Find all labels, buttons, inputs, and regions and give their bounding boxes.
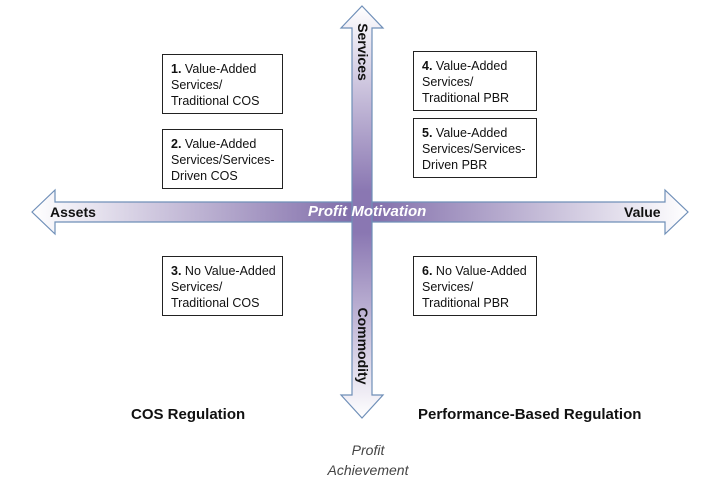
region-label-cos: COS Regulation	[131, 406, 246, 423]
box-line: Services/Services-	[171, 153, 275, 167]
box-line: Traditional COS	[171, 296, 260, 310]
quadrant-box-2: 2. Value-Added Services/Services- Driven…	[162, 129, 283, 189]
box-line: 6. No Value-Added	[422, 263, 528, 279]
axis-label-profit-motivation: Profit Motivation	[308, 203, 427, 220]
box-text: Value-Added	[184, 62, 257, 76]
caption-line-2: Achievement	[327, 462, 409, 478]
box-line: 1. Value-Added	[171, 61, 274, 77]
box-line: Traditional COS	[171, 94, 260, 108]
box-text: Value-Added	[435, 126, 508, 140]
axis-label-assets: Assets	[50, 204, 96, 220]
box-line: Services/	[422, 75, 474, 89]
box-number: 2.	[171, 137, 182, 151]
axis-label-services: Services	[355, 23, 371, 81]
box-number: 5.	[422, 126, 433, 140]
box-line: 2. Value-Added	[171, 136, 274, 152]
box-text: No Value-Added	[435, 264, 527, 278]
caption-line-1: Profit	[351, 442, 385, 458]
box-line: Driven COS	[171, 169, 238, 183]
box-line: Services/	[422, 280, 474, 294]
box-line: Services/	[171, 78, 223, 92]
box-line: 5. Value-Added	[422, 125, 528, 141]
quadrant-box-4: 4. Value-Added Services/ Traditional PBR	[413, 51, 537, 111]
axis-label-commodity: Commodity	[355, 307, 371, 385]
box-number: 6.	[422, 264, 433, 278]
box-line: Services/	[171, 280, 223, 294]
region-label-pbr: Performance-Based Regulation	[418, 406, 642, 423]
quadrant-box-6: 6. No Value-Added Services/ Traditional …	[413, 256, 537, 316]
axis-label-value: Value	[624, 204, 661, 220]
quadrant-box-1: 1. Value-Added Services/ Traditional COS	[162, 54, 283, 114]
box-line: 4. Value-Added	[422, 58, 528, 74]
box-line: Driven PBR	[422, 158, 488, 172]
box-text: No Value-Added	[184, 264, 276, 278]
box-line: Traditional PBR	[422, 91, 510, 105]
box-number: 1.	[171, 62, 182, 76]
box-text: Value-Added	[435, 59, 508, 73]
box-line: Services/Services-	[422, 142, 526, 156]
box-line: Traditional PBR	[422, 296, 510, 310]
vertical-axis-arrow	[339, 5, 385, 419]
box-line: 3. No Value-Added	[171, 263, 276, 279]
box-text: Value-Added	[184, 137, 257, 151]
axis-caption-profit-achievement: Profit Achievement	[308, 440, 428, 480]
quadrant-box-3: 3. No Value-Added Services/ Traditional …	[162, 256, 283, 316]
box-number: 4.	[422, 59, 433, 73]
box-number: 3.	[171, 264, 182, 278]
quadrant-box-5: 5. Value-Added Services/Services- Driven…	[413, 118, 537, 178]
